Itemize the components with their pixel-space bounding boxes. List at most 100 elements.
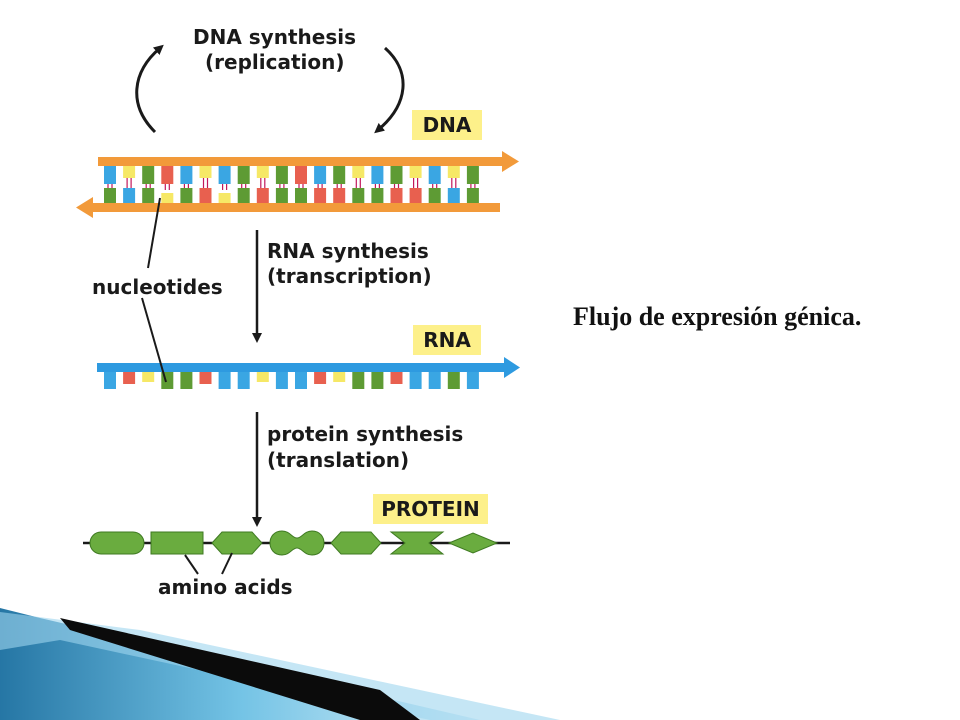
nucleotide — [314, 370, 327, 384]
amino-acid-chain — [89, 530, 499, 556]
nucleotide — [199, 164, 212, 178]
nucleotide — [295, 164, 307, 184]
amino-acids-label: amino acids — [158, 575, 293, 599]
nucleotide — [180, 370, 193, 389]
slide-caption: Flujo de expresión génica. — [573, 302, 862, 331]
nucleotide — [142, 370, 155, 382]
nucleotide — [466, 188, 479, 205]
nucleotide — [428, 370, 441, 389]
nucleotide — [218, 193, 231, 205]
rna-tag: RNA — [413, 325, 481, 355]
replication-arrow-right — [374, 46, 405, 134]
nucleotide — [180, 188, 193, 205]
protein-chain — [83, 530, 510, 556]
protein-tag: PROTEIN — [373, 494, 488, 524]
nucleotide — [447, 370, 460, 389]
amino-acid — [89, 531, 145, 555]
nucleotide — [237, 370, 250, 389]
nucleotide — [104, 188, 116, 205]
nucleotide — [447, 188, 460, 205]
nucleotide — [180, 164, 193, 184]
amino-acids-pointer-right — [221, 552, 233, 575]
amino-acid — [269, 530, 325, 556]
nucleotides-pointer-rna — [141, 297, 167, 383]
nucleotide — [199, 188, 212, 205]
nucleotide — [123, 164, 136, 178]
nucleotide — [333, 164, 346, 184]
nucleotide — [104, 164, 116, 184]
replication-arrow-left — [135, 44, 164, 134]
dna-bottom-strand-bases — [104, 188, 479, 205]
dna-bottom-arrowhead — [76, 197, 93, 218]
amino-acids-pointer-left — [184, 554, 199, 575]
nucleotide — [142, 188, 155, 205]
nucleotide — [142, 164, 155, 184]
nucleotide — [256, 188, 269, 205]
nucleotide — [409, 164, 422, 178]
nucleotide — [352, 188, 365, 205]
nucleotide — [256, 370, 269, 382]
nucleotide — [275, 188, 288, 205]
nucleotide — [409, 188, 422, 205]
nucleotide — [371, 370, 384, 389]
nucleotides-pointer-dna — [147, 197, 161, 269]
nucleotide — [333, 370, 346, 382]
decorative-band — [0, 608, 560, 720]
dna-top-strand-bases — [104, 164, 479, 190]
nucleotide — [295, 370, 307, 389]
nucleotide — [390, 370, 403, 384]
nucleotide — [371, 164, 384, 184]
dna-tag: DNA — [412, 110, 482, 140]
dna-top-arrowhead — [502, 151, 519, 172]
amino-acid — [330, 531, 382, 555]
nucleotide — [161, 164, 174, 184]
nucleotide — [314, 164, 327, 184]
rna-arrowhead — [504, 357, 520, 378]
amino-acid — [150, 531, 204, 555]
nucleotide — [352, 370, 365, 389]
nucleotide — [447, 164, 460, 178]
nucleotide — [428, 188, 441, 205]
nucleotide — [218, 370, 231, 389]
nucleotide — [218, 164, 231, 184]
nucleotide — [390, 188, 403, 205]
nucleotide — [199, 370, 212, 384]
nucleotide — [409, 370, 422, 389]
nucleotide — [275, 370, 288, 389]
nucleotide — [123, 188, 136, 205]
amino-acid — [447, 532, 499, 554]
replication-label: (replication) — [205, 50, 345, 74]
amino-acid — [389, 531, 445, 555]
dna-top-backbone — [98, 157, 503, 166]
rna-strand-bases — [104, 370, 479, 389]
nucleotide — [466, 164, 479, 184]
nucleotide — [275, 164, 288, 184]
nucleotide — [390, 164, 403, 184]
nucleotide — [161, 193, 174, 205]
nucleotide — [256, 164, 269, 178]
protein-synthesis-label: protein synthesis — [267, 422, 464, 446]
amino-acid — [211, 531, 263, 555]
nucleotide — [466, 370, 479, 389]
nucleotides-label: nucleotides — [92, 275, 223, 299]
nucleotide — [237, 164, 250, 184]
rna-synthesis-label: RNA synthesis — [267, 239, 429, 263]
nucleotide — [104, 370, 116, 389]
dna-bottom-backbone — [92, 203, 500, 212]
nucleotide — [352, 164, 365, 178]
nucleotide — [295, 188, 307, 205]
nucleotide — [428, 164, 441, 184]
nucleotide — [123, 370, 136, 384]
rna-backbone — [97, 363, 505, 372]
nucleotide — [333, 188, 346, 205]
transcription-label: (transcription) — [267, 264, 432, 288]
dna-synthesis-label: DNA synthesis — [193, 25, 356, 49]
dna-double-strand — [76, 151, 519, 218]
nucleotide — [237, 188, 250, 205]
nucleotide — [314, 188, 327, 205]
translation-label: (translation) — [267, 448, 410, 472]
nucleotide — [371, 188, 384, 205]
rna-strand — [97, 357, 520, 389]
